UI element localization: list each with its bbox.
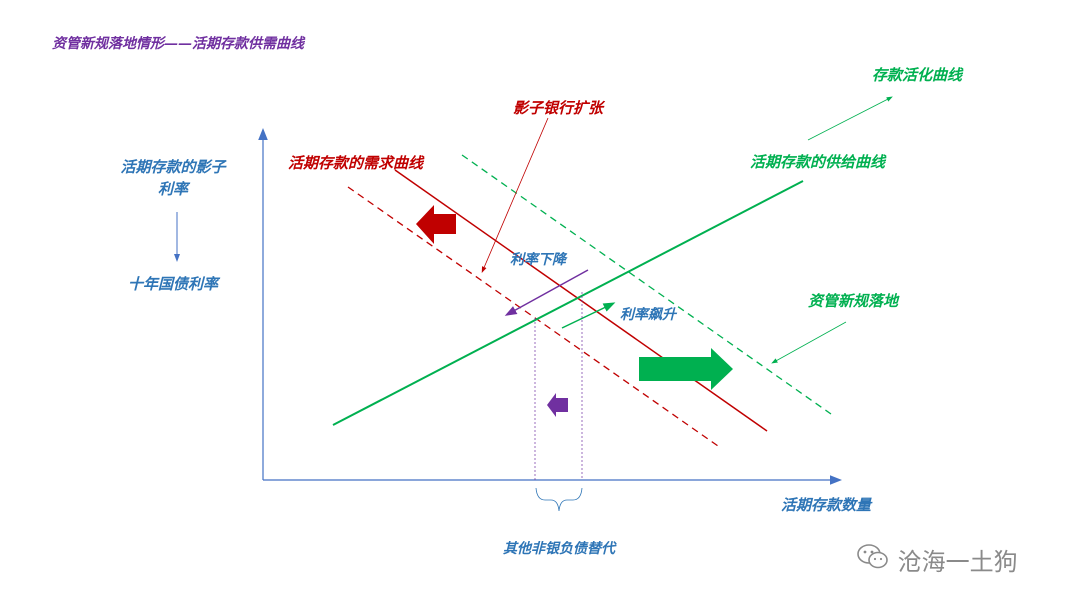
rate-down-arrow — [504, 269, 589, 316]
demand-curve-label: 活期存款的需求曲线 — [288, 154, 424, 172]
rate-up-label: 利率飙升 — [620, 307, 676, 323]
x-axis-label: 活期存款数量 — [781, 496, 872, 514]
watermark-text: 沧海一土狗 — [897, 548, 1018, 576]
supply-curve — [332, 180, 804, 426]
supply-curve-label: 活期存款的供给曲线 — [750, 153, 886, 171]
new-regulation-label: 资管新规落地 — [808, 292, 899, 310]
new-regulation-pointer — [771, 321, 847, 364]
rate-up-arrow — [561, 302, 616, 329]
active-curve-label: 存款活化曲线 — [872, 66, 963, 84]
demand-curve-shifted — [347, 186, 719, 447]
active-curve-pointer — [807, 96, 893, 141]
purple-shift-left-arrow — [547, 393, 568, 417]
demand-shift-left-arrow — [416, 205, 456, 244]
active-deposit-curve — [461, 154, 832, 415]
supply-shift-right-arrow — [639, 348, 733, 390]
rate-down-label: 利率下降 — [510, 252, 566, 268]
substitution-bracket — [535, 487, 583, 512]
other-substitute-label: 其他非银负债替代 — [503, 541, 615, 557]
y-axis-sub-label: 十年国债利率 — [127, 275, 218, 293]
y-axis-label-line1: 活期存款的影子 — [120, 158, 226, 176]
y-axis-label: 活期存款的影子 利率 — [108, 156, 238, 200]
y-axis-label-line2: 利率 — [157, 180, 188, 198]
wechat-icon — [856, 543, 890, 577]
watermark: 沧海一土狗 — [856, 542, 1018, 577]
shadow-bank-label: 影子银行扩张 — [513, 99, 604, 117]
demand-curve — [394, 169, 768, 432]
shadow-bank-pointer — [481, 117, 549, 273]
chart-title: 资管新规落地情形——活期存款供需曲线 — [52, 36, 304, 52]
